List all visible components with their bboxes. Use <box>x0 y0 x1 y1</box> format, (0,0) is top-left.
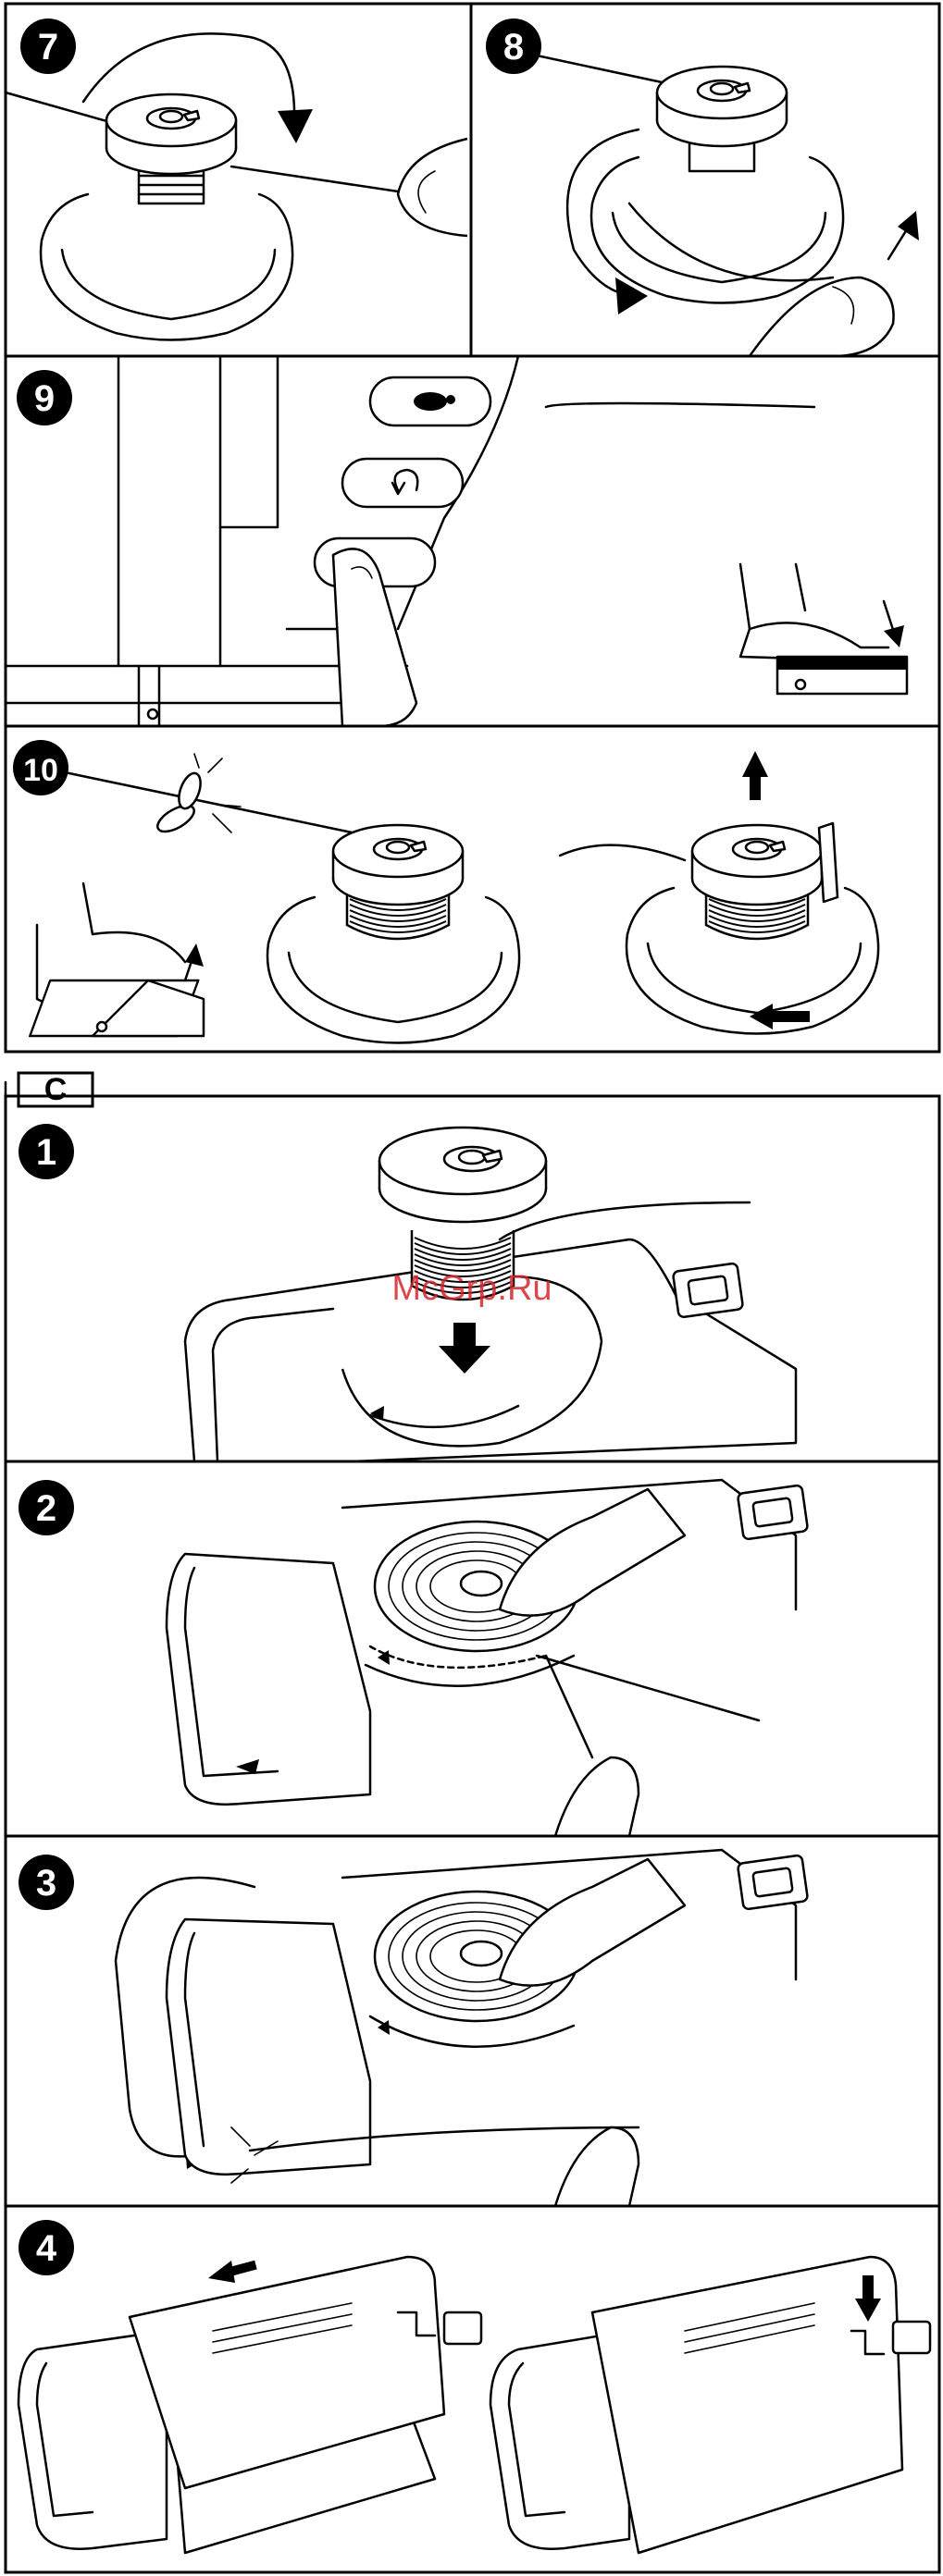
c-step-4-badge: 4 <box>19 2220 74 2275</box>
svg-text:1: 1 <box>36 1132 56 1173</box>
slot-window <box>673 1263 743 1317</box>
watermark: McGrp.Ru <box>391 1269 552 1308</box>
speed-button <box>370 377 490 425</box>
foot-pedal-10 <box>30 883 204 1036</box>
svg-text:8: 8 <box>503 27 524 68</box>
c-step-3-badge: 3 <box>19 1855 74 1910</box>
step-9-badge: 9 <box>17 370 72 425</box>
slot-window <box>738 1855 808 1909</box>
step-7-badge: 7 <box>20 18 76 74</box>
svg-text:3: 3 <box>36 1863 56 1904</box>
svg-text:9: 9 <box>34 378 55 419</box>
slot-window <box>893 2322 930 2353</box>
svg-text:C: C <box>44 1072 68 1107</box>
section-c-label: C <box>6 1072 93 1107</box>
panel-c-step-4: 4 <box>6 2206 939 2572</box>
panel-step-9: 9 <box>6 356 939 726</box>
panel-c-step-3: 3 <box>6 1836 939 2206</box>
slot-window <box>738 1485 808 1539</box>
panel-step-10: 10 <box>6 726 939 1052</box>
step-8-badge: 8 <box>486 18 541 74</box>
svg-text:2: 2 <box>36 1488 56 1529</box>
c-step-2-badge: 2 <box>19 1480 74 1535</box>
foot-pedal-9 <box>740 564 907 694</box>
slot-window <box>444 2312 481 2344</box>
svg-text:7: 7 <box>38 27 58 68</box>
svg-text:4: 4 <box>36 2228 57 2269</box>
svg-text:10: 10 <box>23 753 58 788</box>
c-step-1-badge: 1 <box>19 1124 74 1179</box>
panel-step-7: 7 <box>6 4 471 356</box>
panel-step-8: 8 <box>471 4 939 356</box>
panel-c-step-1: 1 McGrp.Ru <box>6 1096 939 1461</box>
reverse-button <box>342 459 463 507</box>
cut-icon <box>154 754 241 837</box>
panel-c-step-2: 2 <box>6 1461 939 1836</box>
step-10-badge: 10 <box>13 740 68 795</box>
